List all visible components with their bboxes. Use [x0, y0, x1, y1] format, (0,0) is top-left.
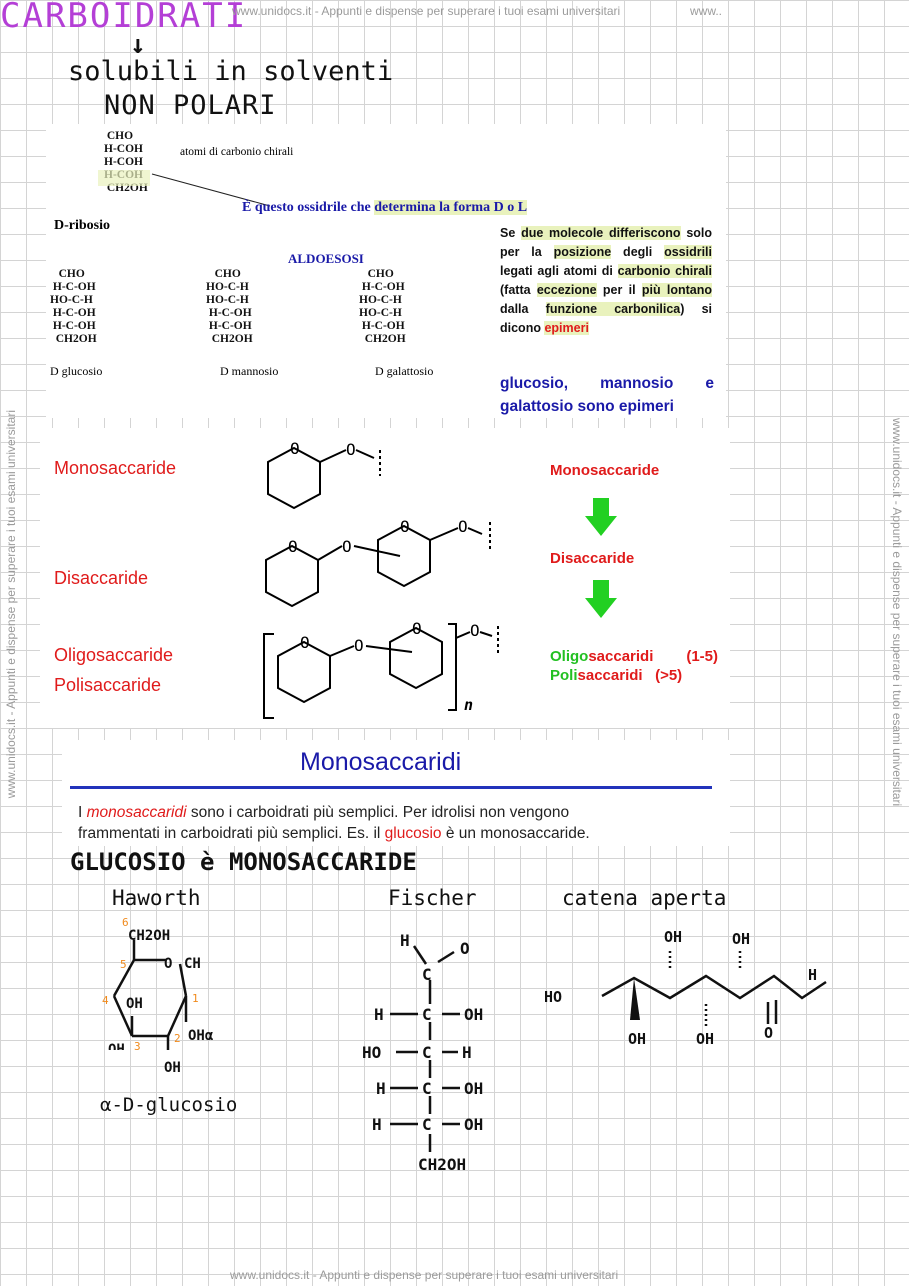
- monosaccaridi-title: Monosaccaridi: [300, 748, 462, 776]
- ribosio-name: D-ribosio: [54, 218, 110, 233]
- svg-text:OH: OH: [664, 928, 682, 946]
- svg-text:O: O: [764, 1024, 773, 1042]
- saccaride-structures: O O O O O O O O O O n: [263, 439, 499, 719]
- determina-prefix: È questo ossidrile che: [242, 200, 375, 215]
- note-solubili: solubili in solventi: [68, 56, 394, 87]
- svg-text:OH: OH: [732, 930, 750, 948]
- label-polisaccaride: Polisaccaride: [54, 675, 162, 695]
- haworth-structure: CH2OH O CH OH OHα OH OH 6 5 4 3 2 1: [102, 916, 213, 1050]
- svg-text:C: C: [422, 1115, 432, 1134]
- svg-text:H: H: [372, 1115, 382, 1134]
- svg-text:O: O: [470, 621, 480, 640]
- svg-text:C: C: [422, 1005, 432, 1024]
- catena-label: catena aperta: [562, 886, 727, 910]
- svg-text:4: 4: [102, 994, 109, 1007]
- green-arrow-1: [585, 498, 617, 536]
- glucosio-title: GLUCOSIO è MONOSACCARIDE: [70, 848, 417, 876]
- mannosio-name: D mannosio: [220, 364, 279, 378]
- svg-text:O: O: [164, 956, 172, 972]
- svg-text:H: H: [400, 931, 410, 950]
- monosaccaridi-text: I monosaccaridi sono i carboidrati più s…: [78, 804, 590, 842]
- svg-text:H: H: [374, 1005, 384, 1024]
- svg-text:C: C: [422, 1079, 432, 1098]
- svg-text:6: 6: [122, 916, 129, 929]
- green-arrow-2: [585, 580, 617, 618]
- epimeri-conclusion: glucosio, mannosio e galattosio sono epi…: [500, 375, 714, 415]
- page-title: CARBOIDRATI: [0, 0, 248, 36]
- galattosio-name: D galattosio: [375, 364, 434, 378]
- svg-text:OH: OH: [464, 1005, 483, 1024]
- note-non-polari: NON POLARI: [104, 90, 277, 121]
- svg-text:O: O: [300, 633, 310, 652]
- watermark-left: www.unidocs.it - Appunti e dispense per …: [4, 410, 18, 799]
- ring-o: O: [290, 439, 300, 458]
- svg-text:CH: CH: [184, 956, 201, 972]
- determina-text: È questo ossidrile che determina la form…: [242, 200, 528, 216]
- aldoesosi-panel: CHO H-COH H-COH H-COH CH2OH atomi di car…: [46, 124, 726, 418]
- label-oligosaccaride: Oligosaccaride: [54, 645, 174, 665]
- watermark-bottom: www.unidocs.it - Appunti e dispense per …: [230, 1268, 619, 1282]
- label-monosaccaride: Monosaccaride: [54, 458, 177, 478]
- svg-text:2: 2: [174, 1032, 181, 1045]
- svg-text:H: H: [376, 1079, 386, 1098]
- right-disaccaride: Disaccaride: [550, 550, 635, 567]
- alpha-d-glucosio: α-D-glucosio: [100, 1094, 238, 1116]
- polymer-n: n: [464, 696, 473, 714]
- svg-text:5: 5: [120, 958, 127, 971]
- right-polisaccaridi: Polisaccaridi (>5): [550, 667, 683, 684]
- catena-structure: HO OH OH OH OH H O: [544, 928, 827, 1048]
- haworth-oh-bottom: OH: [164, 1060, 181, 1076]
- mannosio-structure: CHO HO-C-H HO-C-H H-C-OH H-C-OH CH2OH: [206, 268, 253, 345]
- svg-text:OH: OH: [464, 1115, 483, 1134]
- arrow-down: ↓: [130, 30, 146, 60]
- svg-text:O: O: [400, 517, 410, 536]
- svg-text:O: O: [458, 517, 468, 536]
- monosaccaridi-rule: [70, 786, 712, 789]
- ribosio-arrow: [151, 173, 271, 207]
- svg-text:O: O: [354, 636, 364, 655]
- svg-text:H: H: [808, 966, 817, 984]
- determina-highlight: determina la forma D o L: [374, 200, 528, 215]
- svg-text:C: C: [422, 1043, 432, 1062]
- chiral-label: atomi di carbonio chirali: [180, 146, 294, 158]
- saccaridi-panel: Monosaccaride Disaccaride Oligosaccaride…: [40, 428, 730, 728]
- svg-text:O: O: [288, 537, 298, 556]
- svg-text:O: O: [342, 537, 352, 556]
- right-oligosaccaridi: Oligosaccaridi(1-5): [550, 648, 718, 665]
- ribosio-highlight: [98, 170, 150, 186]
- watermark-top: www.unidocs.it - Appunti e dispense per …: [232, 4, 621, 18]
- svg-text:OH: OH: [108, 1042, 125, 1050]
- fischer-label: Fischer: [388, 886, 477, 910]
- watermark-right: www.unidocs.it - Appunti e dispense per …: [890, 418, 904, 807]
- svg-text:CH2OH: CH2OH: [418, 1155, 466, 1174]
- galattosio-structure: CHO H-C-OH HO-C-H HO-C-H H-C-OH CH2OH: [359, 268, 406, 345]
- svg-text:H: H: [462, 1043, 472, 1062]
- svg-text:CH2OH: CH2OH: [128, 928, 170, 944]
- svg-text:OH: OH: [696, 1030, 714, 1048]
- svg-text:HO: HO: [362, 1043, 381, 1062]
- svg-text:O: O: [412, 619, 422, 638]
- fischer-structure: H O C H C OH HO C H H C OH H C OH CH2OH: [362, 931, 483, 1174]
- svg-text:HO: HO: [544, 988, 562, 1006]
- glucosio-structure: CHO H-C-OH HO-C-H H-C-OH H-C-OH CH2OH: [50, 268, 97, 345]
- glucosio-name: D glucosio: [50, 364, 103, 378]
- svg-text:OH: OH: [464, 1079, 483, 1098]
- svg-text:O: O: [460, 939, 470, 958]
- aldoesosi-title: ALDOESOSI: [288, 251, 364, 266]
- epimeri-definition: Se due molecole differiscono solo per la…: [500, 226, 713, 335]
- svg-text:3: 3: [134, 1040, 141, 1050]
- svg-text:O: O: [346, 440, 356, 459]
- svg-text:OH: OH: [628, 1030, 646, 1048]
- label-disaccaride: Disaccaride: [54, 568, 149, 588]
- svg-text:1: 1: [192, 992, 199, 1005]
- svg-text:C: C: [422, 965, 432, 984]
- svg-text:OH: OH: [126, 996, 143, 1012]
- svg-text:OHα: OHα: [188, 1028, 213, 1044]
- right-monosaccaride: Monosaccaride: [550, 462, 660, 479]
- watermark-top-right: www..: [690, 4, 723, 18]
- haworth-label: Haworth: [112, 886, 201, 910]
- monosaccaridi-panel: Monosaccaridi I monosaccaridi sono i car…: [62, 740, 730, 846]
